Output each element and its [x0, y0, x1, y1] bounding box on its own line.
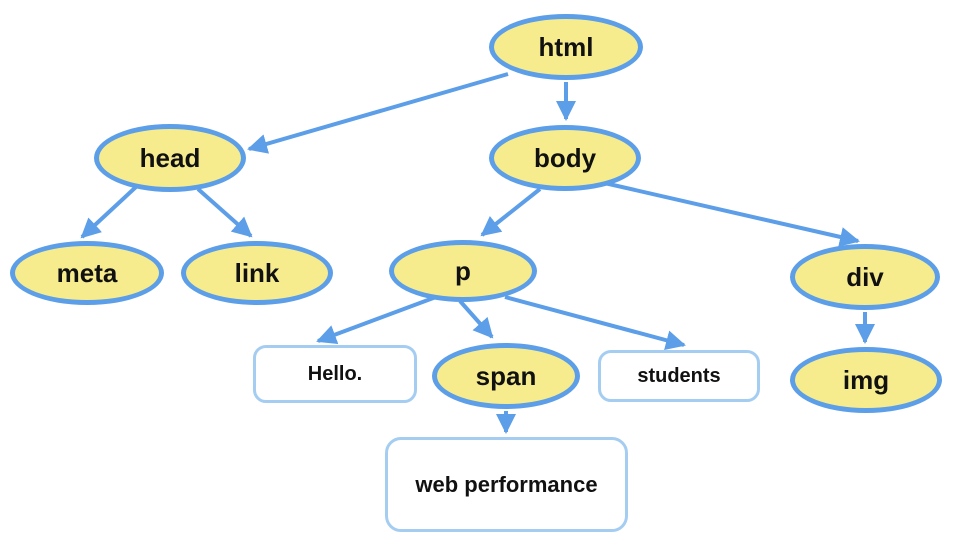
node-link-label: link: [234, 257, 280, 288]
edge-p-hello: [316, 295, 437, 345]
node-div: div: [790, 244, 940, 310]
node-p: p: [389, 240, 537, 302]
node-span-label: span: [475, 360, 537, 391]
node-text-web-performance: web performance: [385, 437, 628, 532]
edge-html-head: [247, 72, 509, 154]
node-head: head: [94, 124, 246, 192]
edge-p-span: [458, 299, 494, 339]
node-body: body: [489, 125, 641, 191]
node-html: html: [489, 14, 643, 80]
node-text-hello: Hello.: [253, 345, 417, 403]
node-div-label: div: [846, 261, 884, 292]
node-text-hello-label: Hello.: [307, 362, 363, 385]
node-meta: meta: [10, 241, 164, 305]
edge-body-p: [480, 187, 542, 237]
node-text-students: students: [598, 350, 760, 402]
node-span: span: [432, 343, 580, 409]
node-text-web-performance-label: web performance: [415, 471, 598, 497]
node-img: img: [790, 347, 942, 413]
edge-body-div: [599, 180, 860, 247]
edge-head-meta: [80, 184, 139, 239]
edge-head-link: [196, 187, 253, 238]
node-html-label: html: [538, 31, 594, 62]
node-meta-label: meta: [56, 257, 118, 288]
node-head-label: head: [139, 142, 201, 173]
node-p-label: p: [455, 255, 471, 286]
node-link: link: [181, 241, 333, 305]
node-img-label: img: [842, 364, 890, 395]
edge-p-students: [504, 295, 686, 350]
node-text-students-label: students: [637, 364, 721, 387]
node-body-label: body: [533, 142, 597, 173]
